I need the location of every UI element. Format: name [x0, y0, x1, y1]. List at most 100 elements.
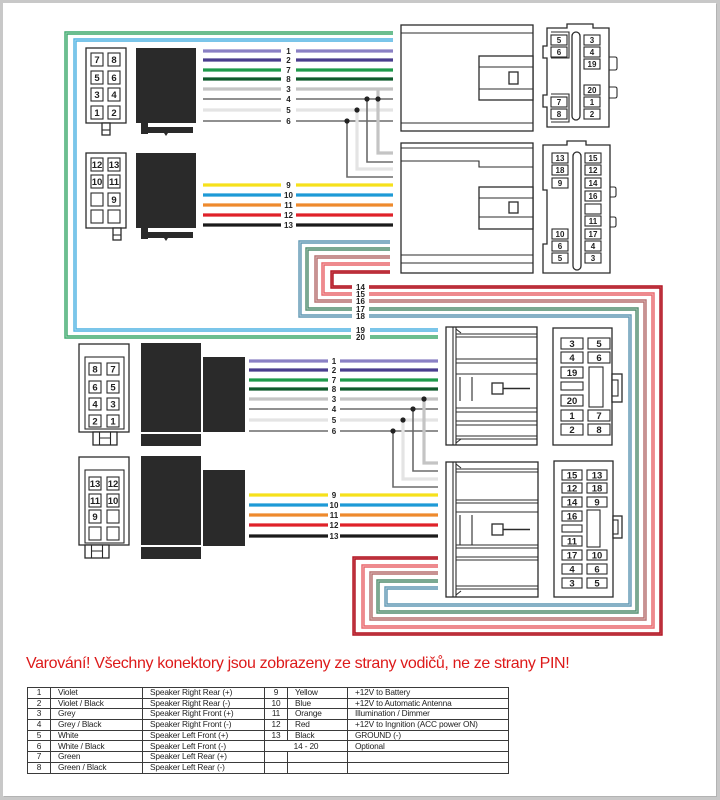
car-speaker-bottom-pin: 6: [587, 351, 611, 364]
radio-power-bottom-pin: 13: [88, 476, 102, 491]
pin-number: 12: [108, 479, 119, 490]
junction-dot: [375, 96, 381, 102]
junction-dot: [421, 396, 427, 402]
radio-power-bottom-pin: 12: [106, 476, 120, 491]
plug-ribs: [452, 462, 538, 597]
housing-tab: [609, 86, 618, 99]
pin-number: 16: [589, 192, 598, 201]
car-20pin-top-pin: [584, 203, 602, 215]
connector-latch-side-view: [141, 547, 201, 559]
pin-box: [583, 58, 601, 70]
legend-pin: 1: [27, 687, 51, 699]
pin-box: [584, 152, 602, 164]
housing-tab: [611, 373, 623, 403]
pin-box: [107, 192, 121, 207]
pin-number: 11: [567, 536, 578, 547]
pin-box: [561, 482, 583, 494]
pin-box: [90, 52, 104, 67]
pin-number: 8: [92, 364, 97, 375]
legend-color: [287, 761, 348, 774]
pin-box: [586, 549, 608, 561]
car-power-bottom-pin: 10: [586, 549, 608, 561]
junction-dot: [390, 428, 396, 434]
connector-latch-side-view: [141, 434, 201, 446]
legend-function: Speaker Right Front (+): [142, 708, 265, 721]
legend-row: 5 White Speaker Left Front (+) 13 Black …: [27, 729, 509, 742]
wire-number-label: 19: [356, 326, 365, 335]
latch-line: [90, 545, 104, 558]
plug-lock-window: [491, 382, 504, 395]
car-10pin-top-pin: 7: [550, 96, 568, 108]
pin-box: [587, 409, 611, 422]
connector-latch: [112, 227, 122, 241]
pin-number: 18: [592, 483, 603, 494]
wire-5-branch: [401, 420, 438, 481]
legend-function: [347, 751, 509, 763]
pin-box: [561, 510, 583, 522]
pin-number: 11: [90, 496, 101, 507]
wire-13-black: 13: [249, 532, 438, 541]
radio-speaker-top-pin: 1: [90, 105, 104, 120]
wire-10-blue: 10: [203, 191, 393, 200]
car-10pin-top-pin: 20: [583, 84, 601, 96]
pin-number: 2: [111, 108, 116, 119]
wire-7-green: 7: [249, 376, 438, 385]
pin-box: [586, 563, 608, 575]
pin-box: [107, 157, 121, 172]
junction-dot: [354, 107, 360, 113]
car-10pin-top-pin: 2: [583, 108, 601, 120]
pin-box: [88, 362, 102, 376]
pin-number: 2: [569, 425, 574, 436]
pin-box: [106, 414, 120, 428]
legend-row: 7 Green Speaker Left Rear (+): [27, 751, 509, 763]
car-plug-c-bottom: [445, 326, 538, 446]
plug-ribs: [452, 327, 537, 445]
wire-1-violet: 1: [203, 47, 393, 56]
pin-number: 17: [567, 550, 578, 561]
pin-box: [587, 423, 611, 436]
wire-number-label: 5: [332, 416, 337, 425]
pin-box: [90, 70, 104, 85]
connector-body-side-view: [136, 48, 196, 123]
wire-highlight: [362, 293, 654, 628]
wire-number-label: 11: [330, 511, 339, 520]
pin-number: 12: [567, 483, 578, 494]
pin-box: [560, 366, 584, 379]
connector-wire-boot: [203, 357, 245, 432]
car-speaker-bottom-pin: 7: [587, 409, 611, 422]
wire-3-branch: [422, 399, 438, 465]
wire-number-label: 8: [286, 75, 291, 84]
car-10pin-top-pin: 8: [550, 108, 568, 120]
polarity-slot: [572, 151, 582, 271]
legend-function: Speaker Left Front (-): [142, 740, 265, 753]
car-power-bottom-pin: 16: [561, 510, 583, 522]
legend-function: +12V to Battery: [347, 687, 509, 699]
wire-15-light-red: 15: [321, 262, 655, 629]
radio-power-bottom-pin: 11: [88, 493, 102, 508]
legend-color: Blue: [287, 697, 348, 710]
car-speaker-bottom-pin: 20: [560, 394, 584, 407]
legend-color: Yellow: [287, 687, 348, 699]
polarity-slot: [571, 31, 581, 121]
radio-power-bottom-pin: 9: [88, 509, 102, 524]
pin-number: 2: [590, 110, 595, 119]
pin-number: 3: [591, 254, 596, 263]
pin-box: [551, 252, 569, 264]
pin-number: 4: [590, 48, 595, 57]
pin-number: 13: [592, 470, 603, 481]
pin-box: [583, 108, 601, 120]
car-power-bottom-pin: 5: [586, 577, 608, 589]
wire-5-branch: [355, 110, 393, 171]
pin-number: 6: [596, 353, 601, 364]
connector-latch-side-view: [141, 228, 193, 241]
wire-12-red: 12: [203, 211, 393, 220]
radio-power-top-pin: 13: [107, 157, 121, 172]
warning-text: Varování! Všechny konektory jsou zobraze…: [26, 655, 570, 672]
connector-housing: [78, 456, 130, 546]
pin-box: [106, 362, 120, 376]
pin-number: 5: [110, 382, 116, 393]
pin-number: 12: [92, 160, 103, 171]
wire-5-white: 5: [203, 106, 393, 115]
pin-number: 12: [589, 166, 598, 175]
pin-number: 16: [567, 511, 578, 522]
